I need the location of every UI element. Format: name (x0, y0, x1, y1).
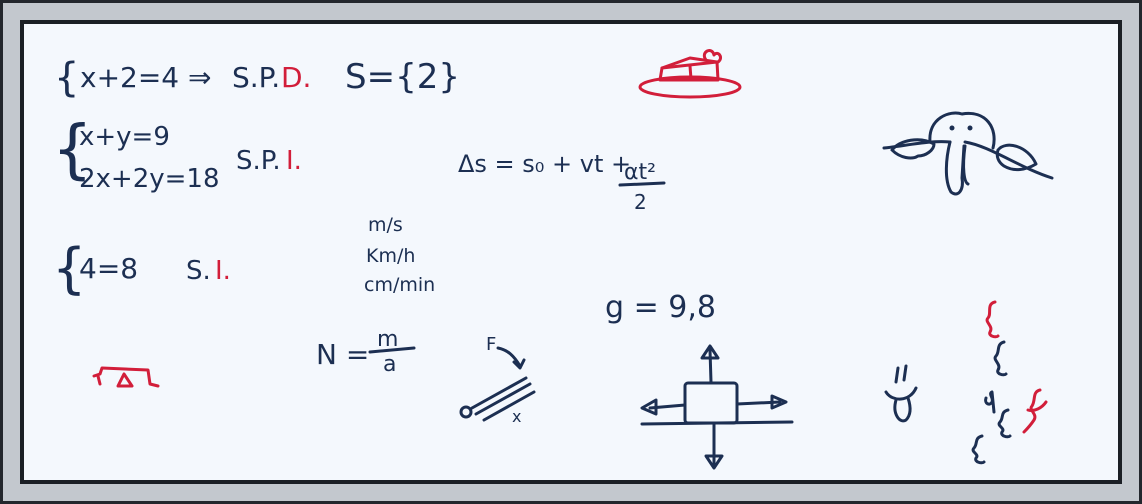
incline-force-diagram (459, 346, 536, 422)
force-label: F (486, 334, 497, 355)
line1-sp: S.P. (232, 61, 281, 94)
system1-eq2: 2x+2y=18 (79, 164, 220, 194)
unit-kmh: Km/h (366, 245, 416, 267)
cake-icon (638, 49, 742, 99)
creature-icon (882, 111, 1054, 196)
newton-lhs: N = (316, 338, 370, 371)
line1-set: S={2} (345, 57, 460, 97)
kinematics-fraction-bar (618, 181, 666, 187)
brace-1: { (54, 55, 80, 101)
system1-eq1: x+y=9 (79, 122, 170, 152)
line3-equation: 4=8 (79, 252, 139, 285)
brace-2: { (52, 113, 93, 187)
gravity-value: g = 9,8 (605, 290, 716, 325)
whiteboard (20, 20, 1122, 484)
newton-fraction-bar (368, 346, 416, 354)
line3-i: I. (215, 256, 231, 286)
line3-s: S. (186, 256, 211, 286)
line1-d: D. (281, 61, 312, 94)
brace-squiggles (971, 300, 1048, 465)
brace-3: { (52, 237, 87, 300)
kinematics-equation: Δs = s₀ + vt + (458, 150, 632, 178)
unit-cmmin: cm/min (364, 274, 436, 296)
system1-i: I. (286, 146, 302, 176)
kinematics-denominator: 2 (634, 190, 647, 214)
unit-ms: m/s (368, 214, 403, 236)
newton-denominator: a (383, 352, 397, 377)
system1-sp: S.P. (236, 146, 281, 176)
newton-numerator: m (377, 327, 399, 352)
axis-x-label: x (512, 407, 522, 426)
scale-icon (92, 366, 160, 388)
kinematics-numerator: αt² (624, 160, 656, 185)
tongue-face-icon (884, 364, 918, 423)
line1-equation: x+2=4 ⇒ (80, 61, 212, 94)
free-body-diagram (640, 344, 794, 470)
